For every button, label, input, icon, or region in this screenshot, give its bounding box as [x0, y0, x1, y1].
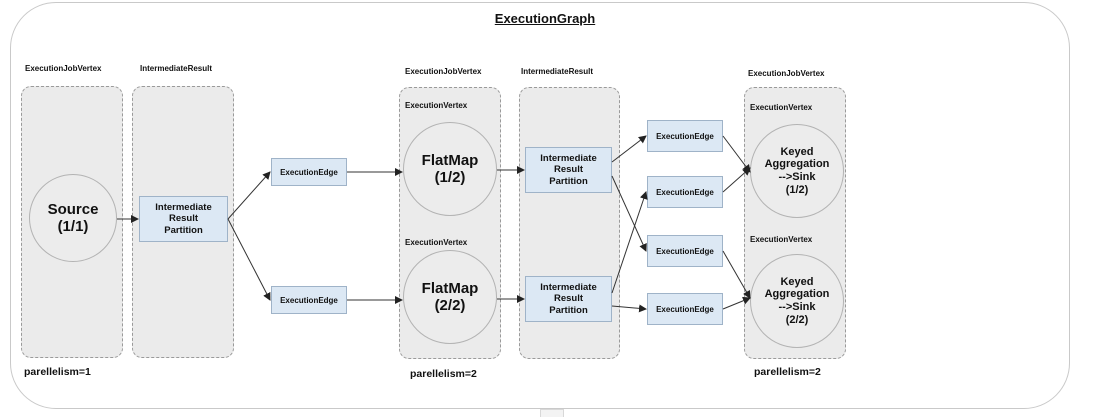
execution-vertex-label-2: ExecutionVertex — [405, 238, 468, 247]
execution-edge-6: ExecutionEdge — [647, 293, 723, 325]
intermediate-result-partition-2: Intermediate Result Partition — [525, 147, 612, 193]
arrow-partition-3-to-edge-4 — [611, 191, 648, 294]
diagram-title: ExecutionGraph — [494, 11, 596, 26]
intermediate-result-partition-1: Intermediate Result Partition — [139, 196, 228, 242]
execution-vertex-label-4: ExecutionVertex — [750, 235, 813, 244]
execution-vertex-label-1: ExecutionVertex — [405, 101, 468, 110]
arrow-partition-2-to-edge-5 — [611, 175, 647, 252]
arrow-edge-4-to-sink-1 — [722, 167, 751, 193]
arrow-edge-3-to-sink-1 — [722, 135, 751, 173]
execution-edge-1: ExecutionEdge — [271, 158, 347, 186]
flatmap-node-2: FlatMap (2/2) — [403, 250, 497, 344]
arrow-partition-to-edge-1 — [227, 171, 271, 220]
execution-vertex-label-3: ExecutionVertex — [750, 103, 813, 112]
source-job-vertex-label: ExecutionJobVertex — [25, 64, 102, 73]
arrow-edge-6-to-sink-2 — [722, 296, 751, 310]
source-node: Source (1/1) — [29, 174, 117, 262]
execution-edge-4: ExecutionEdge — [647, 176, 723, 208]
arrow-partition-to-edge-2 — [227, 218, 271, 301]
flatmap-node-1: FlatMap (1/2) — [403, 122, 497, 216]
flatmap-job-vertex-label: ExecutionJobVertex — [405, 67, 482, 76]
execution-edge-3: ExecutionEdge — [647, 120, 723, 152]
intermediate-result-partition-3: Intermediate Result Partition — [525, 276, 612, 322]
arrow-edge-5-to-sink-2 — [722, 250, 751, 299]
sink-node-1: Keyed Aggregation -->Sink (1/2) — [750, 124, 844, 218]
arrow-partition-2-to-edge-3 — [611, 135, 647, 163]
execution-edge-5: ExecutionEdge — [647, 235, 723, 267]
intermediate-result-label-1: IntermediateResult — [140, 64, 213, 73]
arrow-partition-3-to-edge-6 — [611, 304, 647, 313]
flatmap-parallelism: parellelism=2 — [410, 368, 477, 380]
sink-job-vertex-label: ExecutionJobVertex — [748, 69, 825, 78]
sink-parallelism: parellelism=2 — [754, 366, 821, 378]
intermediate-result-label-2: IntermediateResult — [521, 67, 594, 76]
execution-edge-2: ExecutionEdge — [271, 286, 347, 314]
scroll-handle[interactable] — [540, 409, 564, 417]
sink-node-2: Keyed Aggregation -->Sink (2/2) — [750, 254, 844, 348]
source-parallelism: parellelism=1 — [24, 366, 91, 378]
